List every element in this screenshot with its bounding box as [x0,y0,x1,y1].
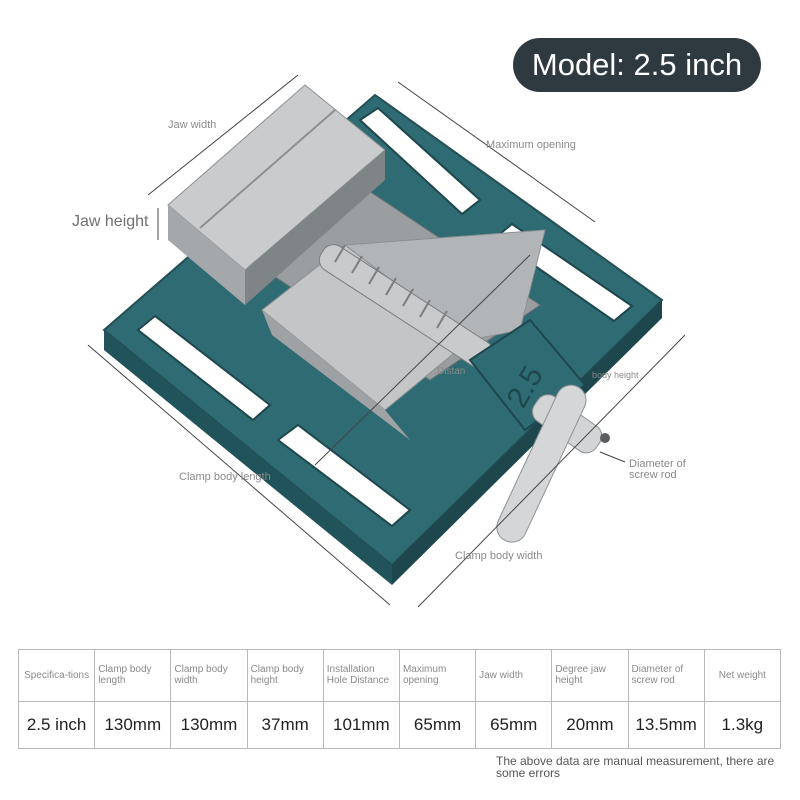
moving-jaw [261,229,546,440]
table-cell: 37mm [246,700,324,750]
table-header-cell: Net weight [703,649,782,702]
table-cell: 101mm [322,700,400,750]
measurement-footnote: The above data are manual measurement, t… [496,754,775,780]
table-header-cell: Clamp body height [246,649,324,702]
table-cell: 1.3kg [703,700,782,750]
table-header-cell: Maximum opening [398,649,477,702]
table-cell: 130mm [94,700,172,750]
label-distance: Distan [437,366,466,377]
table-cell: 2.5 inch [17,700,96,750]
dimension-lines [87,74,686,608]
label-diameter-screw-rod: Diameter of screw rod [629,458,686,481]
model-badge: Model: 2.5 inch [513,38,761,92]
table-header-cell: Installation Hole Distance [322,649,400,702]
label-maximum-opening: Maximum opening [486,139,576,151]
table-header-cell: Specifica-tions [17,649,96,702]
fixed-jaw [167,84,386,305]
table-cell: 65mm [475,700,553,750]
label-clamp-body-length: Clamp body length [179,471,271,483]
table-cell: 130mm [170,700,248,750]
label-jaw-height: Jaw height [72,213,149,230]
table-header-cell: Jaw width [475,649,553,702]
specifications-table: Specifica-tions Clamp body length Clamp … [17,649,782,750]
table-header-cell: Diameter of screw rod [627,649,705,702]
screw-rod [318,244,494,369]
handle [496,384,610,543]
drill-press-vise-illustration: 2.5 [87,74,686,608]
table-header-cell: Clamp body length [94,649,172,702]
table-row: 2.5 inch 130mm 130mm 37mm 101mm 65mm 65m… [17,700,782,750]
table-cell: 13.5mm [627,700,705,750]
label-clamp-body-width: Clamp body width [455,550,543,562]
label-body-height: body height [592,370,639,380]
table-header-cell: Degree jaw height [551,649,629,702]
table-cell: 65mm [398,700,477,750]
table-header-row: Specifica-tions Clamp body length Clamp … [17,649,782,702]
product-photo: 2.5 Jaw width Jaw height Maximum opening… [72,74,686,608]
table-header-cell: Clamp body width [170,649,248,702]
table-cell: 20mm [551,700,629,750]
label-jaw-width: Jaw width [168,119,217,131]
